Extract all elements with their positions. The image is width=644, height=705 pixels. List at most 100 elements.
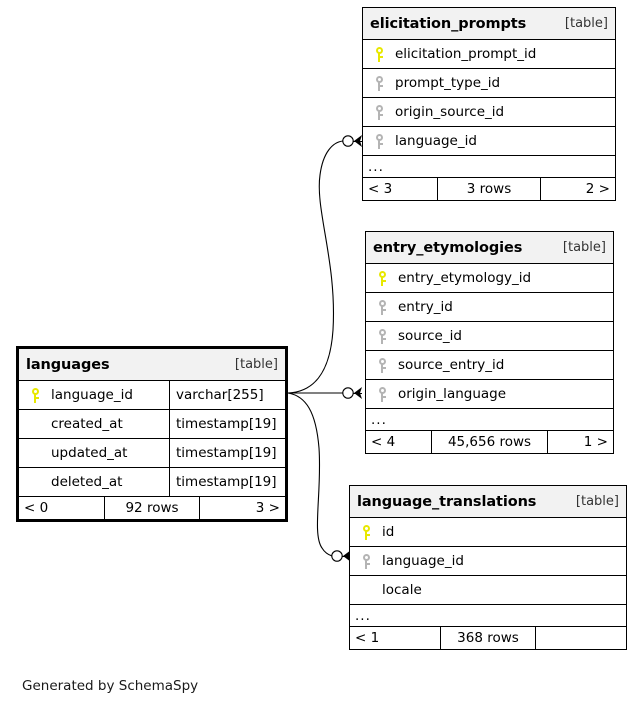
column-name: language_id	[382, 553, 464, 569]
column-name: id	[382, 524, 395, 540]
column-cell: entry_etymology_id	[366, 264, 613, 292]
table-language_translations[interactable]: language_translations [table] id languag…	[349, 485, 627, 650]
table-row[interactable]: language_id	[350, 547, 626, 576]
table-languages[interactable]: languages [table] language_id varchar[25…	[16, 346, 288, 522]
table-footer: < 4 45,656 rows 1 >	[366, 431, 613, 453]
table-footer: < 3 3 rows 2 >	[363, 178, 615, 200]
primary-key-icon	[356, 524, 376, 540]
footer-prev-link[interactable]: < 0	[24, 500, 49, 516]
column-cell: language_id	[350, 547, 626, 575]
table-row[interactable]: prompt_type_id	[363, 69, 615, 98]
footer-next-link[interactable]: 1 >	[583, 434, 608, 450]
table-row[interactable]: locale	[350, 576, 626, 605]
column-cell: entry_id	[366, 293, 613, 321]
footer-next-link[interactable]: 3 >	[255, 500, 280, 516]
table-footer: < 1 368 rows	[350, 627, 626, 649]
column-name: entry_etymology_id	[398, 270, 532, 286]
table-row[interactable]: deleted_at timestamp[19]	[19, 468, 285, 497]
column-type: timestamp[19]	[169, 439, 285, 467]
table-header: language_translations [table]	[350, 486, 626, 518]
table-title: languages	[26, 356, 110, 373]
column-name: locale	[382, 582, 422, 598]
column-cell: id	[350, 518, 626, 546]
table-row[interactable]: entry_etymology_id	[366, 264, 613, 293]
column-name: language_id	[51, 387, 133, 403]
footer-row-count: 92 rows	[104, 497, 200, 519]
foreign-key-icon	[372, 357, 392, 373]
column-name: created_at	[51, 416, 123, 432]
foreign-key-icon	[369, 104, 389, 120]
column-name: source_entry_id	[398, 357, 505, 373]
footer-prev-link[interactable]: < 4	[371, 434, 396, 450]
column-name: deleted_at	[51, 474, 123, 490]
table-header: entry_etymologies [table]	[366, 232, 613, 264]
more-columns-indicator[interactable]: ...	[350, 605, 626, 627]
column-name: source_id	[398, 328, 462, 344]
footer-row-count: 368 rows	[440, 627, 536, 649]
column-name: entry_id	[398, 299, 453, 315]
table-row[interactable]: origin_source_id	[363, 98, 615, 127]
column-name: origin_source_id	[395, 104, 505, 120]
table-kind-label: [table]	[234, 357, 278, 372]
relationship-languages-language_translations	[287, 392, 351, 562]
column-cell: prompt_type_id	[363, 69, 615, 97]
foreign-key-icon	[372, 386, 392, 402]
column-type: timestamp[19]	[169, 468, 285, 496]
column-cell: source_id	[366, 322, 613, 350]
foreign-key-icon	[369, 133, 389, 149]
table-row[interactable]: updated_at timestamp[19]	[19, 439, 285, 468]
more-columns-indicator[interactable]: ...	[363, 156, 615, 178]
table-row[interactable]: language_id	[363, 127, 615, 156]
footer-row-count: 3 rows	[437, 178, 541, 200]
table-header: elicitation_prompts [table]	[363, 8, 615, 40]
generated-by-credit: Generated by SchemaSpy	[22, 678, 199, 694]
table-title: language_translations	[357, 493, 537, 510]
column-cell: source_entry_id	[366, 351, 613, 379]
column-cell: deleted_at	[19, 468, 169, 496]
table-title: elicitation_prompts	[370, 15, 527, 32]
table-row[interactable]: created_at timestamp[19]	[19, 410, 285, 439]
footer-next-link[interactable]: 2 >	[585, 181, 610, 197]
table-kind-label: [table]	[564, 16, 608, 31]
more-columns-indicator[interactable]: ...	[366, 409, 613, 431]
column-cell: language_id	[19, 381, 169, 409]
primary-key-icon	[369, 46, 389, 62]
table-row[interactable]: elicitation_prompt_id	[363, 40, 615, 69]
footer-next-link[interactable]	[536, 627, 626, 649]
foreign-key-icon	[372, 299, 392, 315]
column-cell: language_id	[363, 127, 615, 155]
column-cell: origin_language	[366, 380, 613, 408]
primary-key-icon	[372, 270, 392, 286]
column-cell: elicitation_prompt_id	[363, 40, 615, 68]
column-name: updated_at	[51, 445, 128, 461]
table-row[interactable]: source_entry_id	[366, 351, 613, 380]
relationship-languages-entry_etymologies	[288, 387, 362, 399]
table-row[interactable]: language_id varchar[255]	[19, 381, 285, 410]
column-name: prompt_type_id	[395, 75, 501, 91]
foreign-key-icon	[372, 328, 392, 344]
primary-key-icon	[25, 387, 45, 403]
table-entry_etymologies[interactable]: entry_etymologies [table] entry_etymolog…	[365, 231, 614, 454]
column-type: varchar[255]	[169, 381, 285, 409]
table-row[interactable]: source_id	[366, 322, 613, 351]
table-title: entry_etymologies	[373, 239, 523, 256]
foreign-key-icon	[369, 75, 389, 91]
column-cell: origin_source_id	[363, 98, 615, 126]
column-type: timestamp[19]	[169, 410, 285, 438]
table-footer: < 0 92 rows 3 >	[19, 497, 285, 519]
foreign-key-icon	[356, 553, 376, 569]
table-elicitation_prompts[interactable]: elicitation_prompts [table] elicitation_…	[362, 7, 616, 201]
relationship-languages-elicitation_prompts	[287, 135, 362, 394]
column-name: language_id	[395, 133, 477, 149]
column-name: origin_language	[398, 386, 507, 402]
table-row[interactable]: origin_language	[366, 380, 613, 409]
column-cell: created_at	[19, 410, 169, 438]
footer-row-count: 45,656 rows	[431, 431, 548, 453]
footer-prev-link[interactable]: < 3	[368, 181, 393, 197]
footer-prev-link[interactable]: < 1	[355, 630, 380, 646]
column-cell: locale	[350, 576, 626, 604]
table-kind-label: [table]	[575, 494, 619, 509]
table-row[interactable]: entry_id	[366, 293, 613, 322]
table-row[interactable]: id	[350, 518, 626, 547]
